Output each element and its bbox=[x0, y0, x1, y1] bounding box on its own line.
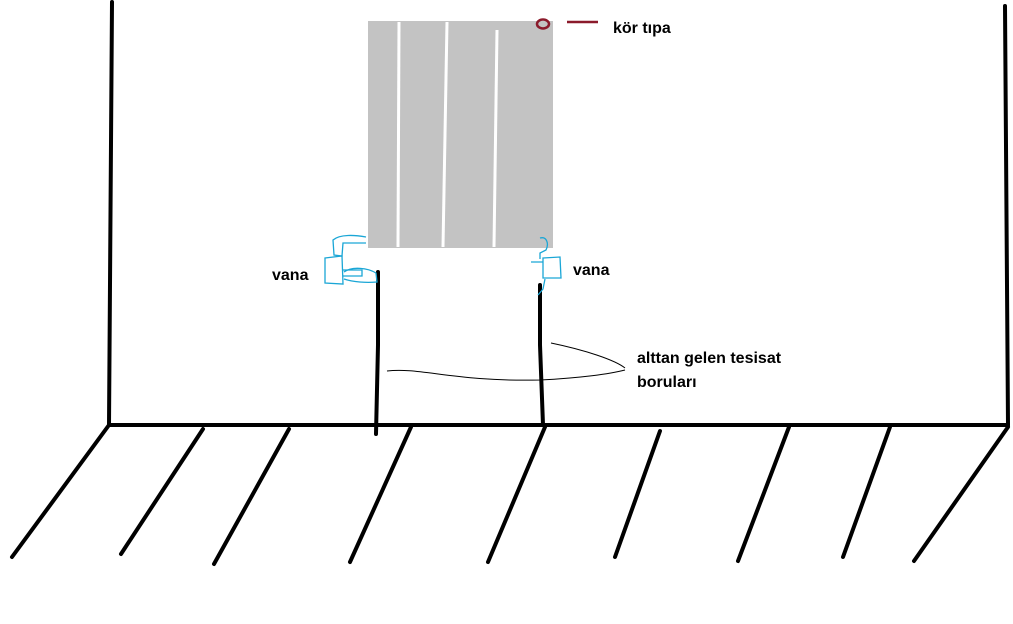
right-wall bbox=[1003, 4, 1010, 427]
right-valve-body bbox=[542, 256, 562, 279]
pipes-leader-lower bbox=[386, 369, 626, 381]
left-valve-outline bbox=[332, 234, 367, 257]
hatch-line bbox=[736, 425, 791, 563]
right-valve-label: vana bbox=[573, 262, 610, 279]
hatch-line bbox=[348, 425, 413, 564]
left-valve bbox=[324, 234, 378, 285]
hatch-line bbox=[841, 425, 892, 559]
right-valve-outline bbox=[539, 237, 548, 259]
left-valve-body bbox=[324, 255, 344, 285]
floor-hatching bbox=[10, 423, 1010, 566]
hatch-line bbox=[912, 425, 1010, 563]
right-pipe bbox=[538, 283, 545, 427]
hatch-line bbox=[119, 427, 205, 556]
radiator-section-gap bbox=[396, 21, 401, 248]
blind-plug-label: kör tıpa bbox=[613, 20, 671, 37]
pipes-leader-upper bbox=[550, 342, 626, 369]
radiator-section-gap bbox=[441, 21, 449, 248]
radiator bbox=[368, 21, 553, 248]
blind-plug bbox=[535, 18, 598, 30]
radiator-section-gap bbox=[492, 29, 499, 248]
hatch-line bbox=[486, 425, 547, 564]
left-valve-label: vana bbox=[272, 267, 309, 284]
room-outline bbox=[107, 0, 1010, 427]
pipes-label-line2: boruları bbox=[637, 374, 697, 391]
pipes bbox=[374, 270, 545, 436]
hatch-line bbox=[10, 423, 111, 559]
right-valve-stem bbox=[531, 261, 546, 296]
pipes-leader-lines bbox=[386, 342, 626, 381]
hatch-line bbox=[613, 429, 662, 559]
right-valve bbox=[531, 237, 562, 296]
radiator-body bbox=[368, 21, 553, 248]
pipes-label-line1: alttan gelen tesisat bbox=[637, 350, 782, 367]
blind-plug-marker bbox=[535, 18, 551, 30]
left-valve-coupling bbox=[343, 267, 378, 284]
left-valve-stem bbox=[343, 269, 363, 277]
left-wall bbox=[107, 0, 114, 427]
left-pipe bbox=[374, 270, 380, 436]
hatch-line bbox=[212, 427, 291, 566]
